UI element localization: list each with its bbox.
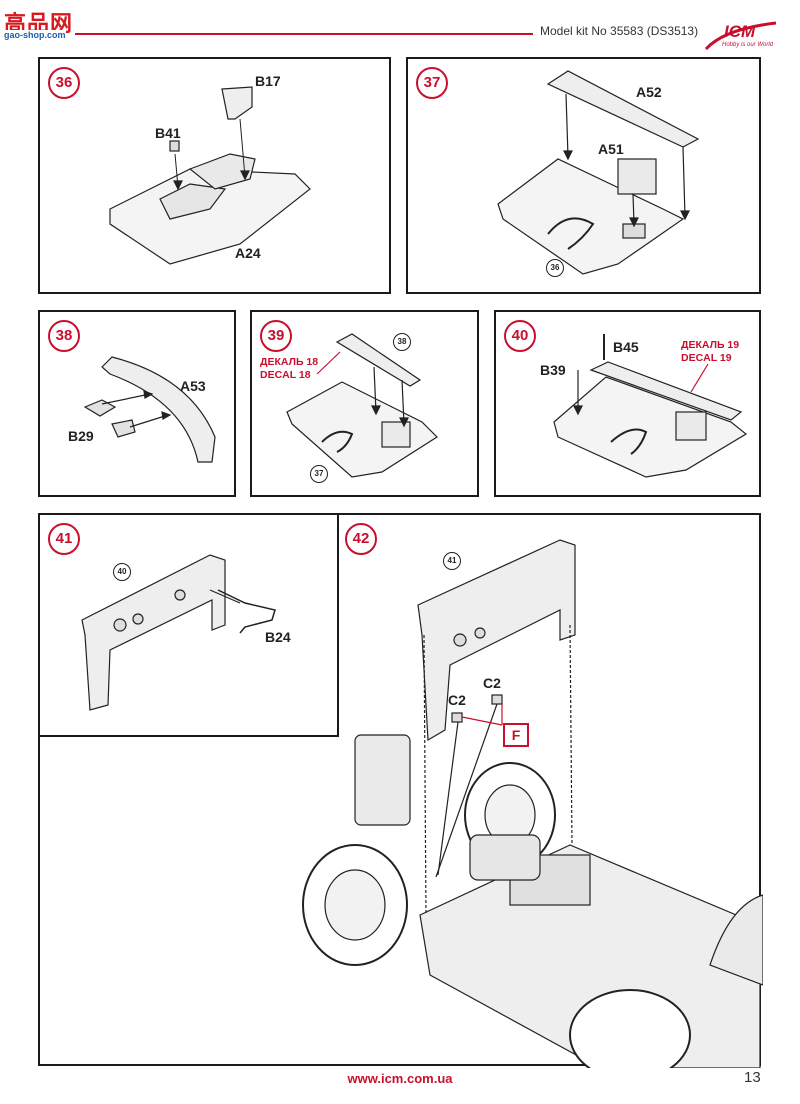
watermark-url: gao-shop.com	[4, 30, 66, 40]
logo-text: ICM	[724, 22, 756, 41]
icm-logo-swoosh-icon	[704, 21, 777, 51]
decal-label-19-en: DECAL 19	[681, 352, 732, 364]
icm-logo: ICM Hobby is our World	[704, 19, 778, 55]
header-rule	[75, 33, 533, 35]
watermark-logo: 高品网 gao-shop.com	[4, 6, 74, 46]
step-38-panel: 38 A53 B29	[38, 310, 236, 497]
step-42-drawing	[302, 539, 763, 1068]
step-number-39: 39	[260, 320, 292, 352]
step-number-42: 42	[345, 523, 377, 555]
footer-url: www.icm.com.ua	[347, 1071, 453, 1086]
step-37-panel: 37 A52 A51 36	[406, 57, 761, 294]
ref-step-41: 41	[443, 552, 461, 570]
part-label-b29: B29	[68, 428, 94, 444]
part-label-b41: B41	[155, 125, 181, 141]
part-label-b17: B17	[255, 73, 281, 89]
ref-step-37: 37	[310, 465, 328, 483]
ref-step-36: 36	[546, 259, 564, 277]
part-label-a24: A24	[235, 245, 261, 261]
step-number-41: 41	[48, 523, 80, 555]
part-label-c2-right: C2	[483, 675, 501, 691]
step-number-36: 36	[48, 67, 80, 99]
ref-step-40: 40	[113, 563, 131, 581]
part-label-b45: B45	[613, 339, 639, 355]
part-label-a51: A51	[598, 141, 624, 157]
step-37-drawing	[497, 70, 700, 275]
part-label-a52: A52	[636, 84, 662, 100]
step-41-drawing	[81, 554, 276, 711]
page-number: 13	[744, 1069, 761, 1086]
step-number-38: 38	[48, 320, 80, 352]
step-39-drawing	[286, 333, 438, 478]
step-40-drawing	[553, 334, 748, 478]
decal-label-18: ДЕКАЛЬ 18 DECAL 18	[260, 356, 318, 382]
step-41-panel: 41 40 B24	[38, 513, 339, 737]
ref-step-38: 38	[393, 333, 411, 351]
step-40-panel: 40 B45 B39 ДЕКАЛЬ 19 DECAL 19	[494, 310, 761, 497]
kit-title: Model kit No 35583 (DS3513)	[540, 24, 699, 38]
decal-label-19-ru: ДЕКАЛЬ 19	[681, 339, 740, 351]
part-label-c2-left: C2	[448, 692, 466, 708]
decal-label-19: ДЕКАЛЬ 19 DECAL 19	[681, 339, 739, 365]
step-36-panel: 36 B17 B41 A24	[38, 57, 391, 294]
step-38-drawing	[83, 356, 216, 463]
part-label-b24: B24	[265, 629, 291, 645]
step-number-37: 37	[416, 67, 448, 99]
step-39-panel: 39 ДЕКАЛЬ 18 DECAL 18 38 37	[250, 310, 479, 497]
decal-label-18-ru: ДЕКАЛЬ 18	[260, 356, 319, 368]
part-label-b39: B39	[540, 362, 566, 378]
part-label-a53: A53	[180, 378, 206, 394]
decal-label-18-en: DECAL 18	[260, 369, 311, 381]
logo-tagline: Hobby is our World	[722, 42, 774, 48]
step-36-drawing	[109, 86, 311, 265]
color-code-f: F	[503, 723, 529, 747]
step-42-panel: 42 41 C2 C2 F	[38, 513, 763, 1068]
step-number-40: 40	[504, 320, 536, 352]
